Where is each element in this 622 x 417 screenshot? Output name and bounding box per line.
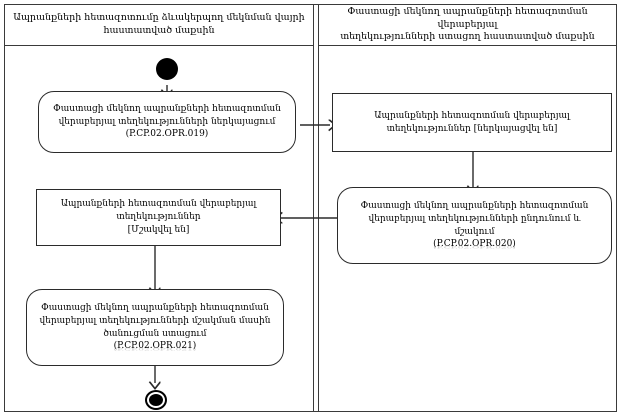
- object-node-state: [Մշակվել են]: [127, 224, 190, 235]
- swimlane-right-header: Փաստացի մեկնող ապրանքների հետազոտման վեր…: [319, 5, 616, 46]
- initial-node: [156, 58, 178, 80]
- action-node-present-inspection-info[interactable]: Փաստացի մեկնող ապրանքների հետազոտման վեր…: [38, 91, 296, 153]
- object-node-line2: տեղեկություններ: [116, 212, 201, 223]
- action-node-line2: վերաբերյալ տեղեկությունների մշակման մասի…: [39, 315, 271, 326]
- final-node: [145, 390, 167, 410]
- action-node-line3: ծանուցման ստացում: [103, 328, 207, 339]
- swimlane-left: Ապրանքների հետազոտումը ձևակերպող մեկնման…: [4, 4, 314, 412]
- swimlane-left-title-line1: Ապրանքների հետազոտումը ձևակերպող մեկնման…: [13, 12, 305, 24]
- action-node-receive-processing-notification[interactable]: Փաստացի մեկնող ապրանքների հետազոտման վեր…: [26, 289, 284, 366]
- object-node-inspection-info-processed[interactable]: Ապրանքների հետազոտման վերաբերյալ տեղեկու…: [36, 189, 281, 246]
- action-node-code: (P.CP.02.OPR.019): [125, 129, 209, 140]
- action-node-receive-and-process-info[interactable]: Փաստացի մեկնող ապրանքների հետազոտման վեր…: [337, 187, 612, 264]
- swimlane-right-title-line2: տեղեկությունների ստացող հաստատված մաքսին: [340, 31, 595, 43]
- swimlane-right: Փաստացի մեկնող ապրանքների հետազոտման վեր…: [318, 4, 617, 412]
- action-node-line3: մշակում: [454, 226, 495, 237]
- action-node-line1: Փաստացի մեկնող ապրանքների հետազոտման: [41, 302, 269, 313]
- swimlane-left-title-line2: հաստատված մաքսին: [103, 25, 215, 36]
- swimlane-right-title-line1: Փաստացի մեկնող ապրանքների հետազոտման վեր…: [347, 5, 588, 30]
- action-node-line1: Փաստացի մեկնող ապրանքների հետազոտման: [53, 103, 281, 114]
- swimlane-left-header: Ապրանքների հետազոտումը ձևակերպող մեկնման…: [5, 5, 313, 46]
- object-node-inspection-info-presented[interactable]: Ապրանքների հետազոտման վերաբերյալ տեղեկու…: [332, 93, 612, 152]
- action-node-line2: վերաբերյալ տեղեկությունների ներկայացում: [58, 116, 276, 127]
- action-node-line1: Փաստացի մեկնող ապրանքների հետազոտման: [360, 200, 589, 211]
- object-node-line1: Ապրանքների հետազոտման վերաբերյալ: [60, 199, 257, 210]
- action-node-line2: վերաբերյալ տեղեկությունների ընդունում և: [368, 213, 581, 224]
- action-node-code: (P.CP.02.OPR.021): [114, 340, 197, 353]
- action-node-code: (P.CP.02.OPR.020): [433, 238, 516, 251]
- object-node-line1: Ապրանքների հետազոտման վերաբերյալ: [374, 110, 570, 121]
- object-node-line2: տեղեկություններ [ներկայացվել են]: [386, 123, 558, 134]
